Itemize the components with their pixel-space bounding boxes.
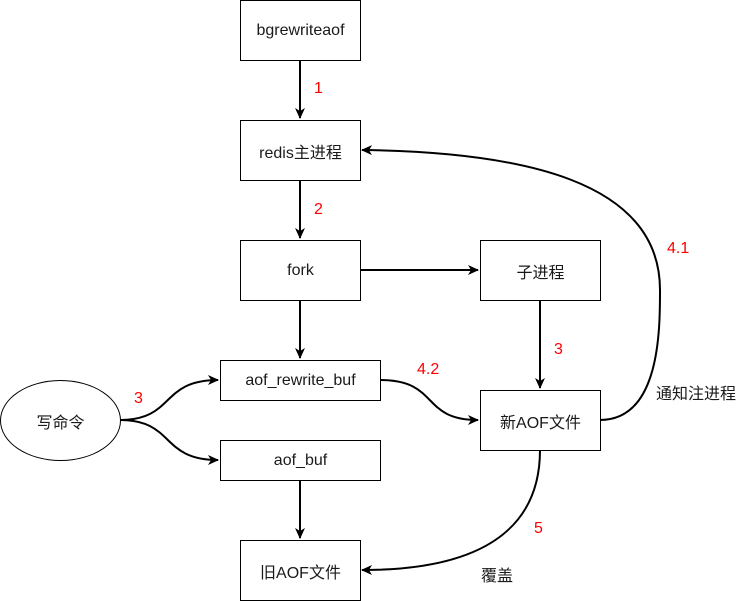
node-redis-main-process: redis主进程 <box>240 120 361 181</box>
node-aof-rewrite-buf: aof_rewrite_buf <box>220 360 381 401</box>
label-step-5: 5 <box>534 520 543 537</box>
label-step-4-2: 4.2 <box>417 361 440 378</box>
node-new-aof-file: 新AOF文件 <box>480 390 601 451</box>
edge-newaof-to-redis <box>361 145 662 421</box>
label-overwrite: 覆盖 <box>481 568 514 585</box>
node-fork: fork <box>240 240 361 301</box>
edge-write-to-aofrewrite <box>119 375 219 421</box>
label-step-1: 1 <box>314 80 323 97</box>
edge-write-to-aofbuf <box>119 419 219 465</box>
node-old-aof-file: 旧AOF文件 <box>240 540 361 601</box>
label-step-4-1: 4.1 <box>667 240 690 257</box>
label-notify-main-process: 通知注进程 <box>656 386 737 403</box>
node-bgrewriteaof: bgrewriteaof <box>240 0 361 61</box>
edge-aofrewrite-to-newaof <box>379 379 479 425</box>
node-child-process: 子进程 <box>480 240 601 301</box>
label-step-2: 2 <box>314 201 323 218</box>
label-step-3-child: 3 <box>554 341 563 358</box>
edge-newaof-to-oldaof <box>361 449 541 575</box>
node-aof-buf: aof_buf <box>220 440 381 481</box>
node-write-command: 写命令 <box>0 380 121 461</box>
label-step-3-write: 3 <box>134 390 143 407</box>
